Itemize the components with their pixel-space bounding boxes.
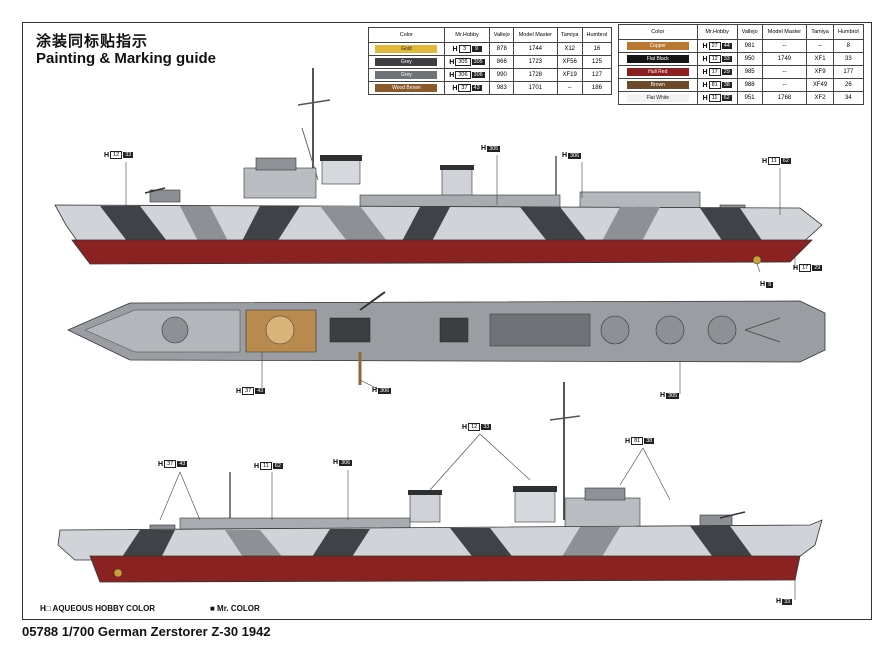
color-table-left: Color Mr.Hobby Vallejo Model Master Tami… (368, 27, 613, 95)
ship-top-view (67, 291, 826, 385)
table-header-row: Color Mr.Hobby Vallejo Model Master Tami… (368, 27, 613, 43)
color-swatch-cell: Wood Brown (368, 81, 445, 95)
color-swatch: Grey (375, 58, 438, 66)
color-swatch: Gold (375, 45, 438, 53)
color-swatch: Brown (626, 81, 689, 89)
title-english: Painting & Marking guide (36, 50, 217, 67)
color-swatch: Flat Black (626, 55, 689, 63)
color-swatch: Hull Red (626, 68, 689, 76)
ship-side-profile-top (54, 68, 823, 265)
color-table-right: Color Mr.Hobby Vallejo Model Master Tami… (618, 24, 865, 105)
color-swatch-cell: Flat White (618, 91, 698, 105)
callout-leaders (125, 155, 796, 600)
model-master-cell: 1768 (761, 91, 808, 105)
humbrol-cell: 125 (581, 55, 613, 69)
title-chinese: 涂装同标贴指示 (36, 32, 149, 50)
color-swatch: Grey (375, 71, 438, 79)
humbrol-cell: 186 (581, 81, 613, 95)
tamiya-cell: -- (556, 81, 583, 95)
color-swatch: Wood Brown (375, 84, 438, 92)
color-swatch: Flat White (626, 94, 689, 102)
color-swatch: Copper (626, 42, 689, 50)
legend-aqueous: H□ AQUEOUS HOBBY COLOR (40, 604, 156, 613)
humbrol-cell: 33 (832, 52, 865, 66)
product-footer-title: 05788 1/700 German Zerstorer Z-30 1942 (22, 624, 271, 639)
ship-side-profile-bottom (57, 382, 823, 583)
tamiya-cell: XF2 (806, 91, 834, 105)
legend-mr-color: ■ Mr. COLOR (210, 604, 260, 613)
humbrol-cell: 34 (832, 91, 865, 105)
